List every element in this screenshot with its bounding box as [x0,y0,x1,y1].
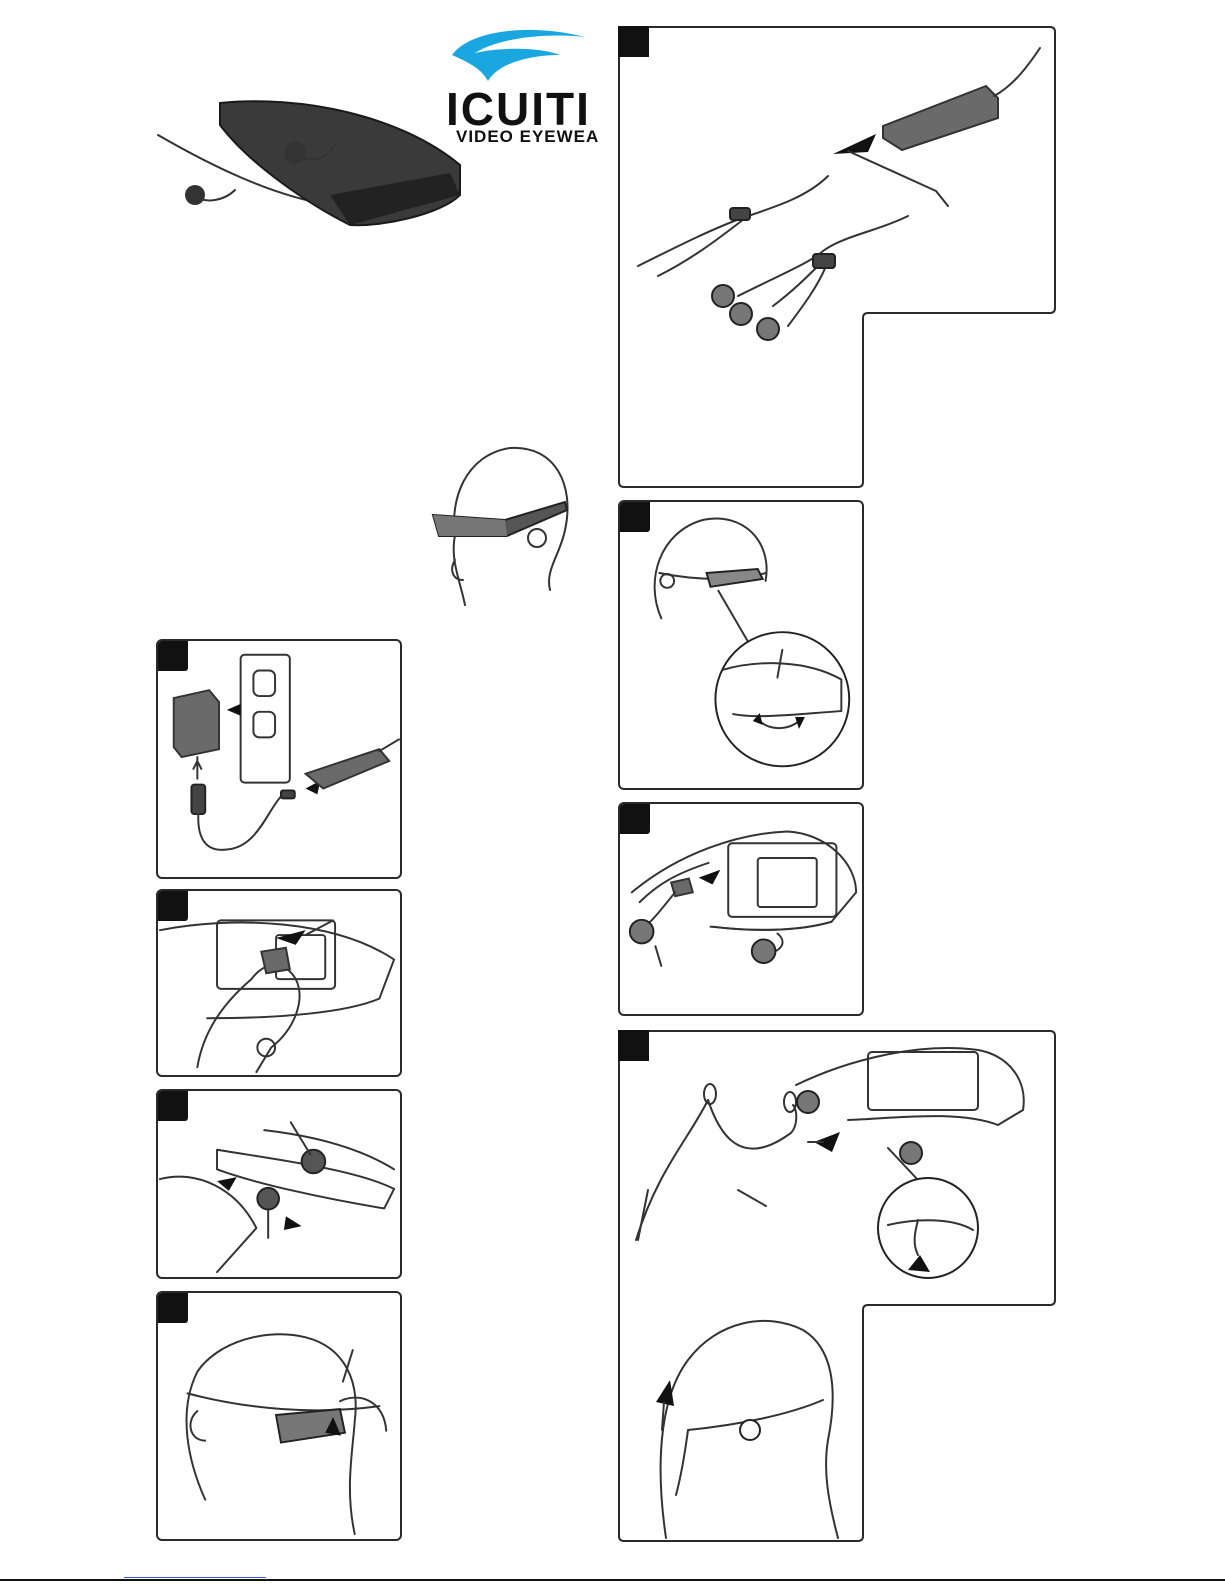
step-marker-icon [618,26,649,57]
panel-av-cable-connection [618,26,1056,488]
panel-earphone-removal [618,802,864,1016]
footer-link-underline [124,1577,266,1578]
panel-earphone-adjustment [156,1089,402,1279]
panel-neck-strap-attachment [618,1030,1056,1542]
head-wearing-eyewear-illustration [425,440,585,610]
page-bottom-rule [0,1579,1225,1581]
panel-nosepiece-adjustment [156,889,402,1077]
panel-focus-dial-adjustment [618,500,864,790]
panel-display-tilt-adjustment [156,1291,402,1541]
brand-tagline: VIDEO EYEWEAR [456,127,600,145]
hero-eyewear-illustration [150,95,470,245]
step-marker-icon [618,1030,649,1061]
panel-power-connection [156,639,402,879]
